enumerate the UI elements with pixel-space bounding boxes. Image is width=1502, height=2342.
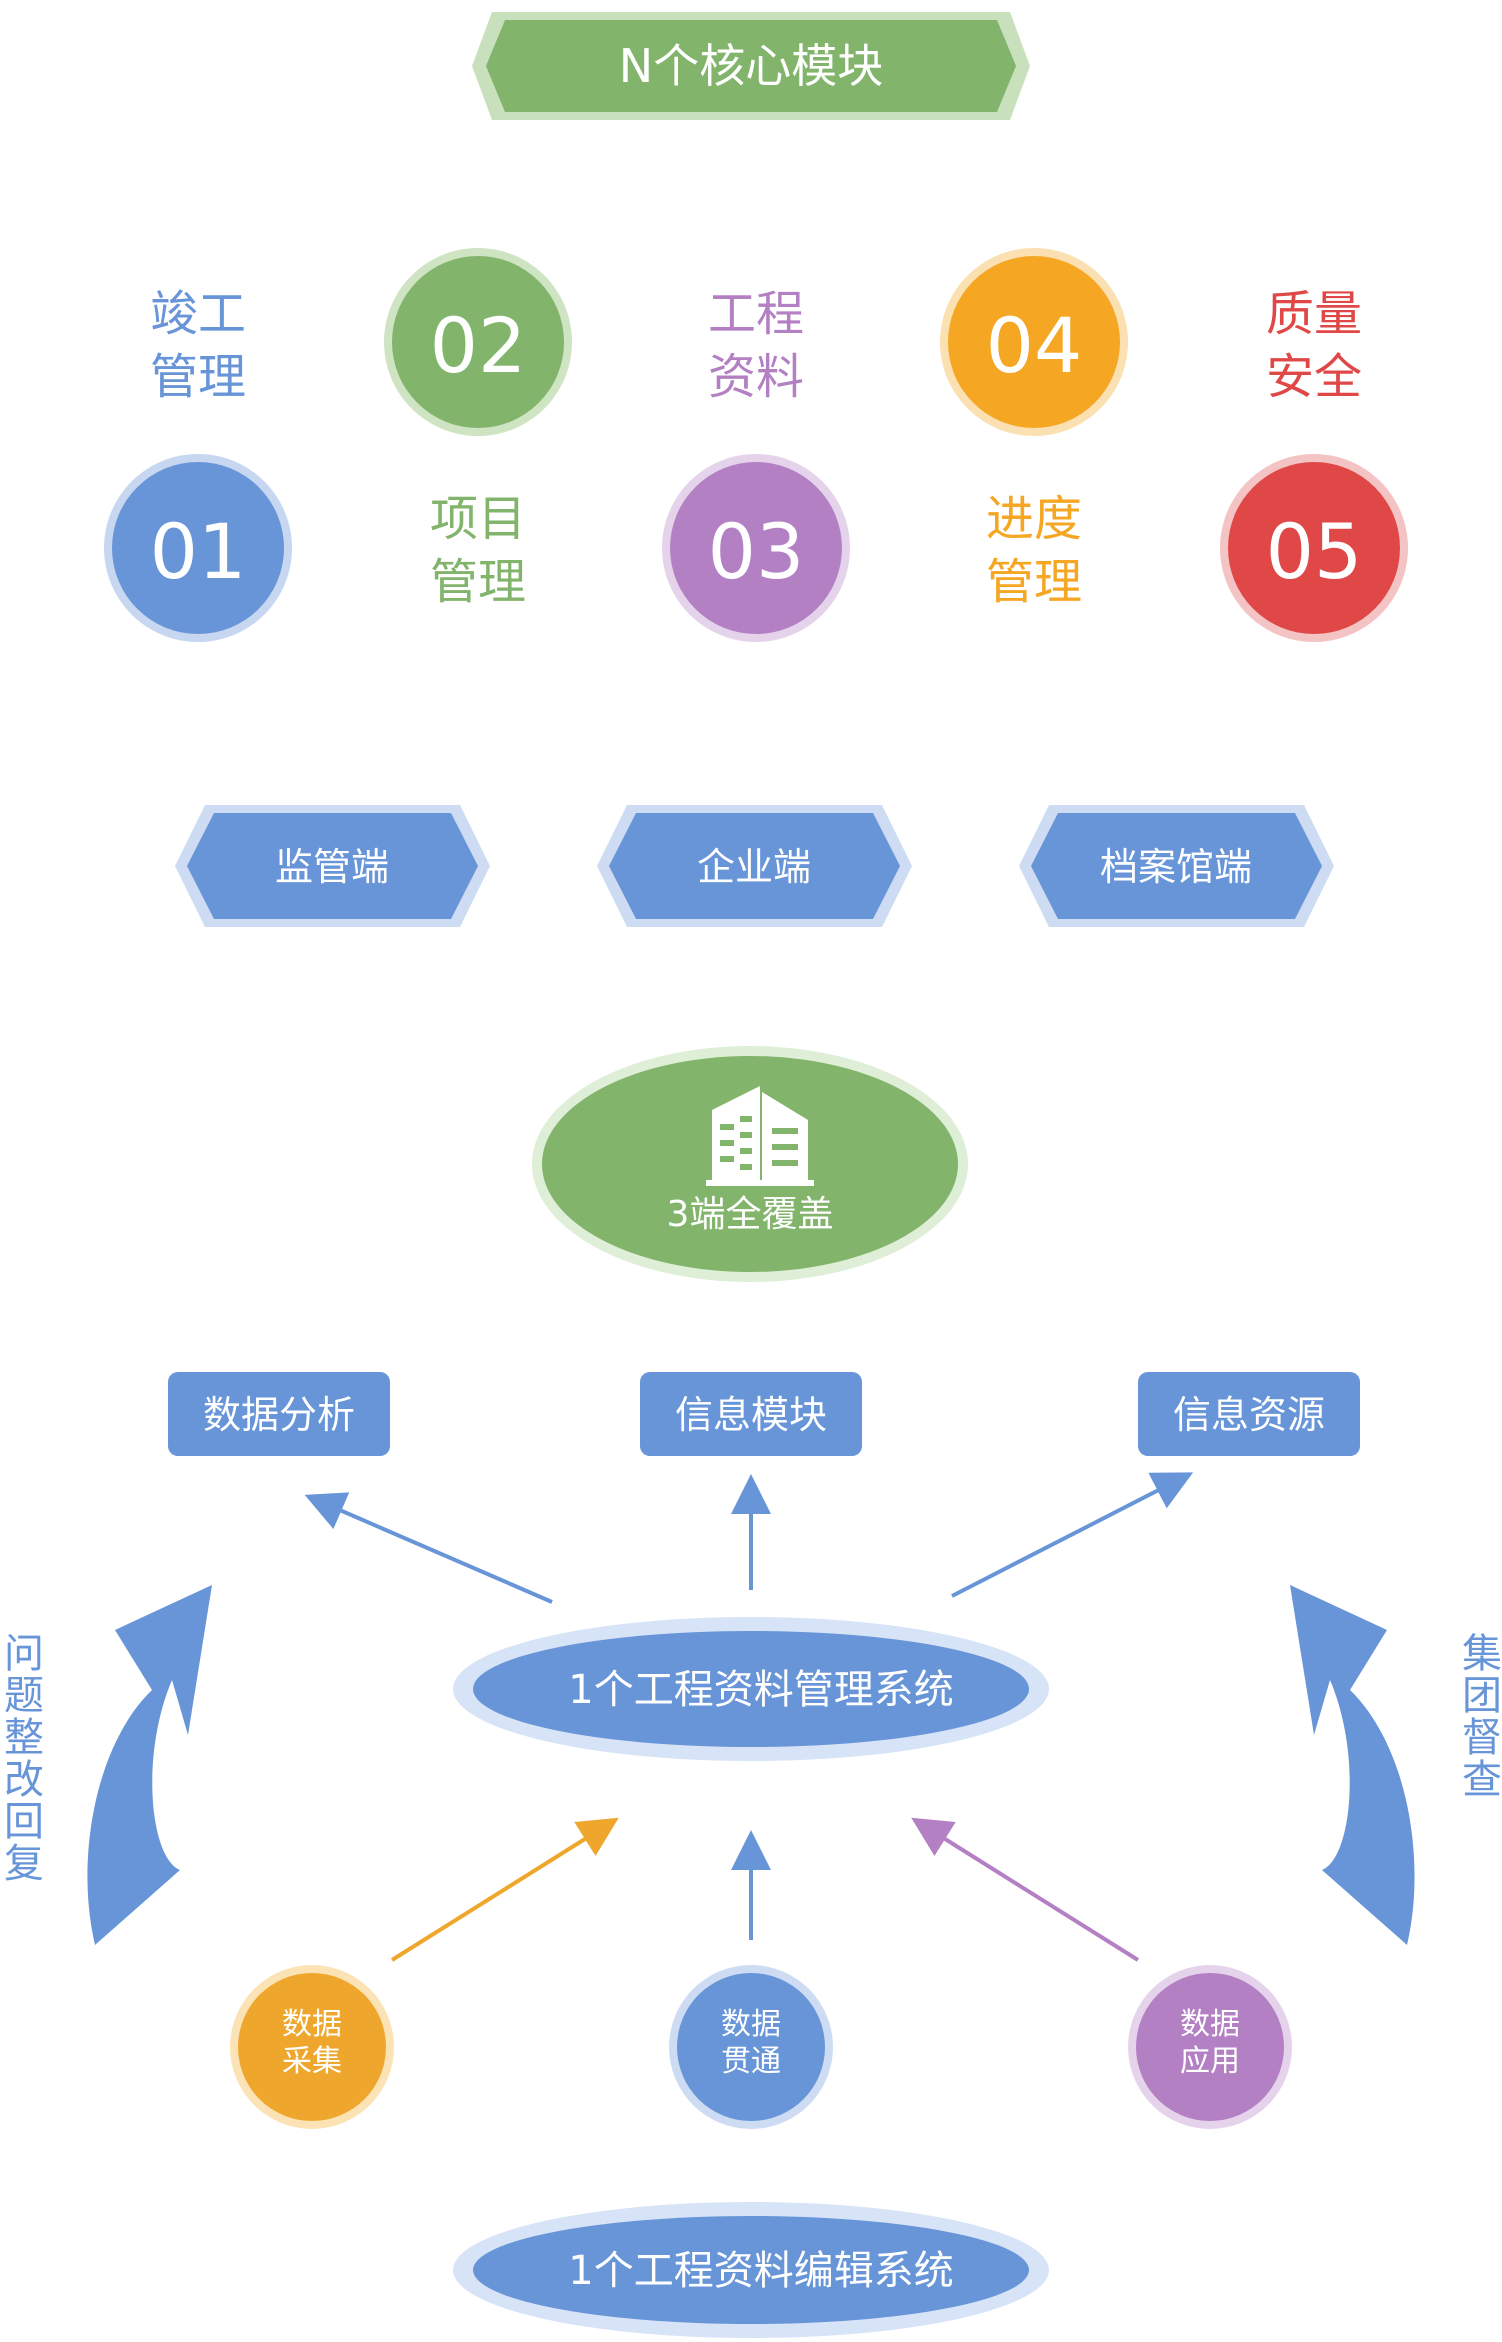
coverage-node: 3端全覆盖 [532,1046,968,1282]
module-label-01: 竣工 管理 [150,286,246,405]
module-label-03: 工程 资料 [708,286,804,405]
svg-text:项目: 项目 [430,491,526,547]
arrow-from-apply [911,1817,1140,1962]
svg-text:质量: 质量 [1266,286,1362,342]
svg-text:应用: 应用 [1180,2044,1240,2079]
left-side-label: 问题整改回复 [0,1632,43,1884]
data-node-apply: 数据 应用 [1128,1965,1292,2129]
svg-text:竣工: 竣工 [150,286,246,342]
svg-text:1个工程资料管理系统: 1个工程资料管理系统 [568,1667,953,1713]
svg-text:企业端: 企业端 [697,845,811,889]
banner: N个核心模块 [472,12,1030,120]
box-info-module: 信息模块 [640,1372,862,1456]
building-icon [706,1086,814,1186]
svg-text:贯通: 贯通 [721,2044,781,2079]
svg-text:数据分析: 数据分析 [203,1393,355,1437]
module-number: 04 [986,301,1083,390]
module-number: 01 [150,507,247,596]
svg-text:数据: 数据 [282,2007,342,2042]
svg-text:管理: 管理 [150,349,246,405]
data-node-connect: 数据 贯通 [669,1965,833,2129]
svg-text:数据: 数据 [1180,2007,1240,2042]
svg-text:工程: 工程 [708,286,804,342]
svg-text:管理: 管理 [986,554,1082,610]
svg-text:信息资源: 信息资源 [1173,1393,1325,1437]
svg-text:监管端: 监管端 [275,845,389,889]
box-info-resource: 信息资源 [1138,1372,1360,1456]
module-04: 04 [940,248,1128,436]
svg-text:管理: 管理 [430,554,526,610]
module-05: 05 [1220,454,1408,642]
endpoint-enterprise: 企业端 [597,805,912,927]
module-number: 03 [708,507,805,596]
core-system: 1个工程资料管理系统 [453,1617,1049,1761]
right-side-label: 集团督查 [1455,1632,1501,1800]
banner-title: N个核心模块 [619,39,883,93]
arrow-to-info-resource [951,1472,1194,1598]
data-node-collect: 数据 采集 [230,1965,394,2129]
svg-text:档案馆端: 档案馆端 [1100,845,1252,889]
svg-text:进度: 进度 [986,491,1082,547]
module-02: 02 [384,248,572,436]
module-label-02: 项目 管理 [430,491,526,610]
endpoint-supervision: 监管端 [175,805,490,927]
arrow-to-data-analysis [304,1492,553,1604]
module-label-05: 质量 安全 [1266,286,1362,405]
module-03: 03 [662,454,850,642]
endpoint-archive: 档案馆端 [1019,805,1334,927]
module-label-04: 进度 管理 [986,491,1082,610]
svg-text:安全: 安全 [1266,349,1362,405]
svg-text:资料: 资料 [708,349,804,405]
svg-text:信息模块: 信息模块 [675,1393,827,1437]
box-data-analysis: 数据分析 [168,1372,390,1456]
svg-text:采集: 采集 [282,2044,342,2079]
module-number: 05 [1266,507,1363,596]
arrow-from-collect [390,1817,619,1962]
right-curved-arrow [1290,1585,1415,1945]
left-curved-arrow [87,1585,212,1945]
module-01: 01 [104,454,292,642]
editor-system: 1个工程资料编辑系统 [453,2202,1049,2338]
coverage-label: 3端全覆盖 [667,1194,834,1235]
svg-text:1个工程资料编辑系统: 1个工程资料编辑系统 [568,2248,953,2294]
svg-text:数据: 数据 [721,2007,781,2042]
module-number: 02 [430,301,527,390]
